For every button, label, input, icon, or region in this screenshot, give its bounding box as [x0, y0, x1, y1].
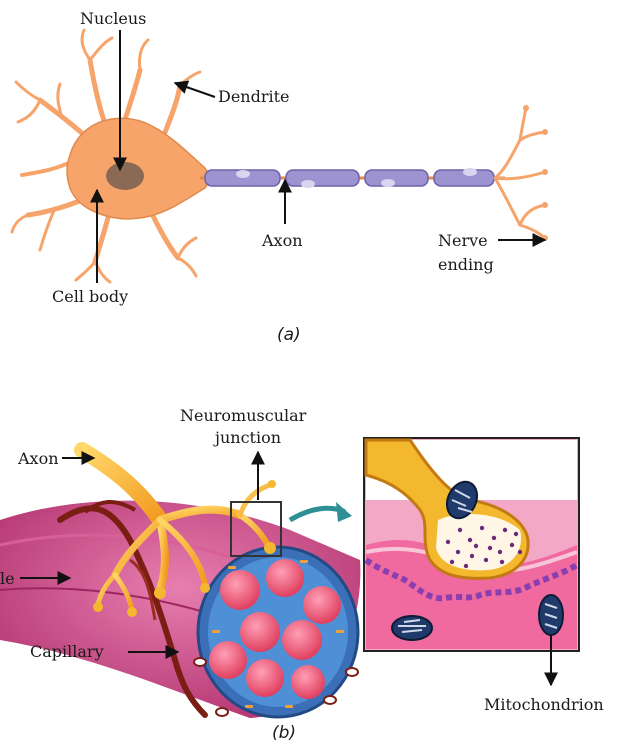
label-cell-body: Cell body	[52, 288, 128, 306]
label-capillary: Capillary	[30, 643, 104, 661]
label-muscle-partial: le	[0, 570, 15, 588]
label-neuromuscular-line2: junction	[215, 429, 281, 447]
magnified-junction	[364, 438, 579, 651]
nucleus-shape	[106, 162, 144, 190]
nerve-endings	[495, 108, 545, 238]
label-nerve-ending-line1: Nerve	[438, 232, 488, 250]
label-nerve-ending-line2: ending	[438, 256, 494, 274]
label-neuromuscular-line1: Neuromuscular	[180, 407, 306, 425]
label-nucleus: Nucleus	[80, 10, 146, 28]
label-axon-a: Axon	[262, 232, 303, 250]
label-dendrite: Dendrite	[218, 88, 290, 106]
label-mitochondrion: Mitochondrion	[484, 696, 604, 714]
caption-a: (a)	[277, 325, 301, 345]
zoom-arrow	[290, 508, 345, 520]
caption-b: (b)	[272, 723, 296, 743]
label-axon-b: Axon	[18, 450, 59, 468]
muscle-fibre-3d	[0, 501, 360, 718]
